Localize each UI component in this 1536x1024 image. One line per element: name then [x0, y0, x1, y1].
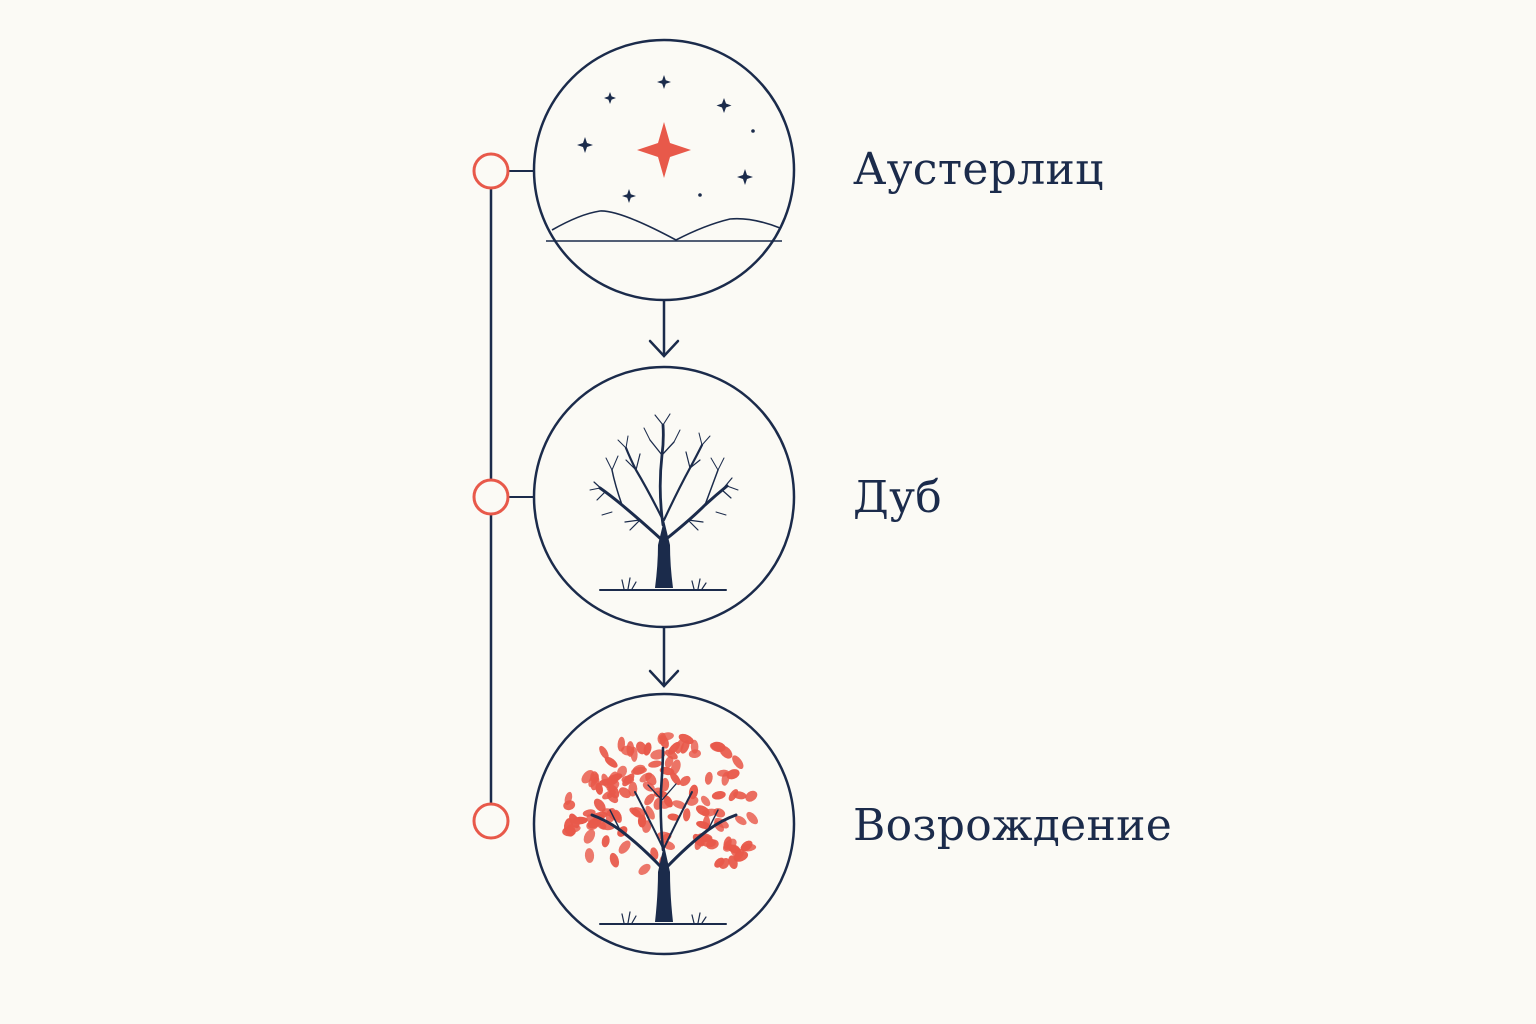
leaf: [648, 760, 663, 768]
stage-label-austerlitz: Аустерлиц: [853, 144, 1104, 195]
leaf: [657, 732, 667, 745]
timeline-marker-oak: [472, 478, 510, 516]
leaf: [733, 851, 749, 862]
leaf: [609, 852, 620, 868]
stage-label-oak: Дуб: [853, 472, 943, 523]
leaf: [746, 811, 759, 825]
leaf: [638, 863, 651, 875]
leaf: [569, 813, 580, 829]
leaf: [601, 773, 610, 789]
leaf: [632, 764, 646, 775]
leaf: [726, 769, 740, 780]
leaf: [593, 798, 606, 812]
timeline-marker-austerlitz: [472, 152, 510, 190]
leaf: [733, 791, 747, 800]
leaf: [714, 817, 729, 829]
leaf: [670, 759, 681, 775]
blooming-oak-icon: [532, 692, 796, 956]
leaf: [709, 742, 724, 753]
leaf: [740, 843, 757, 852]
leaf: [618, 840, 631, 854]
leaf: [735, 815, 747, 826]
leaf: [664, 755, 674, 768]
leaf: [636, 741, 647, 755]
leaf: [621, 745, 635, 756]
leaf: [606, 780, 620, 792]
leaf: [692, 833, 705, 847]
leaf: [588, 773, 599, 788]
leaf: [618, 787, 631, 799]
leaf: [583, 829, 596, 844]
leaf: [701, 808, 718, 817]
leaf: [601, 835, 610, 848]
stage-label-rebirth: Возрождение: [853, 800, 1173, 851]
leaf: [668, 741, 680, 755]
leaf: [621, 775, 635, 784]
leaf: [645, 772, 657, 786]
leaf: [721, 771, 730, 786]
leaf: [566, 824, 576, 837]
leaf: [644, 793, 655, 806]
leaf: [732, 755, 744, 770]
leaf: [690, 739, 699, 754]
leaf: [605, 807, 617, 823]
leaf: [604, 756, 618, 768]
leaf: [745, 790, 758, 802]
leaf: [599, 745, 609, 759]
arrow-down-icon: [648, 626, 680, 688]
leaf: [645, 805, 655, 820]
leaf-cluster: [562, 732, 759, 875]
leaf: [711, 791, 726, 800]
starry-sky-icon: [532, 38, 796, 302]
timeline-marker-rebirth: [472, 802, 510, 840]
leaf: [563, 800, 576, 811]
leaf: [667, 813, 680, 821]
bare-oak-icon: [532, 365, 796, 629]
leaf: [661, 777, 670, 792]
leaf: [672, 800, 686, 809]
leaf: [682, 808, 691, 822]
leaf: [702, 815, 711, 830]
arrow-down-icon: [648, 298, 680, 358]
leaf: [642, 820, 652, 833]
leaf: [584, 848, 595, 863]
leaf: [714, 857, 725, 868]
leaf: [669, 771, 681, 786]
leaf: [704, 771, 713, 785]
leaf: [663, 795, 673, 808]
leaf: [679, 775, 691, 787]
leaf: [688, 749, 701, 759]
leaf: [617, 765, 627, 778]
leaf: [700, 795, 711, 807]
